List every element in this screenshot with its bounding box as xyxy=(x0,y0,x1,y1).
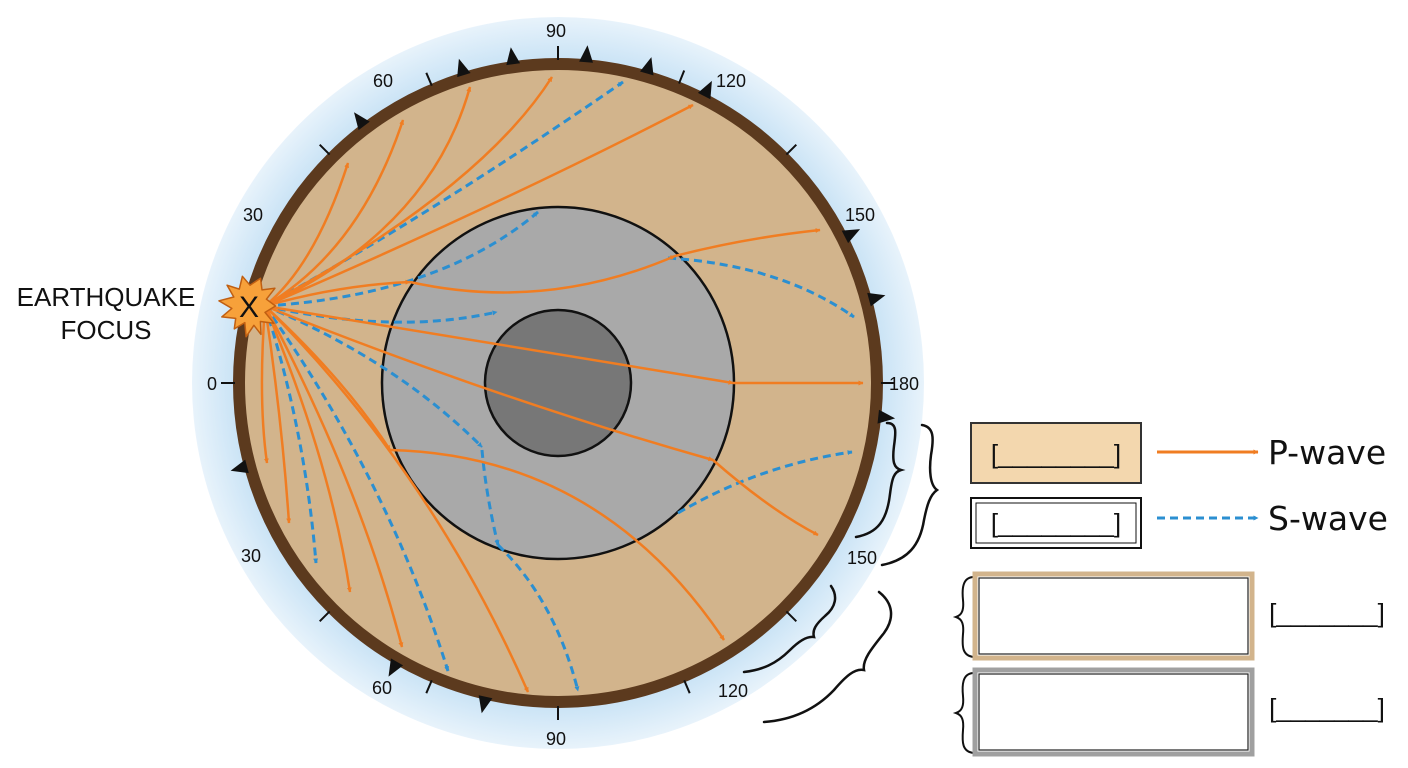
seismograph-station-icon xyxy=(640,57,654,76)
seismograph-station-icon xyxy=(841,229,861,244)
inner-core-label-box[interactable] xyxy=(972,667,1255,757)
degree-label: 90 xyxy=(546,21,566,41)
p-wave-ray xyxy=(263,305,352,593)
seismograph-stations xyxy=(230,45,896,714)
outer-core-label-box[interactable] xyxy=(972,571,1255,661)
p-wave-ray xyxy=(389,448,726,641)
focus-label-line1: EARTHQUAKE xyxy=(17,282,196,312)
seismograph-station-icon xyxy=(697,80,712,100)
degree-label: 150 xyxy=(845,205,875,225)
degree-label: 0 xyxy=(207,374,217,394)
seismograph-station-icon xyxy=(877,409,896,424)
degree-ticks xyxy=(221,46,895,720)
s-wave-ray xyxy=(263,305,450,672)
brace xyxy=(762,590,893,724)
s-wave-rays xyxy=(263,80,855,692)
p-wave-ray xyxy=(409,254,676,294)
degree-label: 60 xyxy=(372,678,392,698)
inner-core xyxy=(483,308,633,458)
mantle-label-box[interactable] xyxy=(970,422,1142,484)
p-wave-ray xyxy=(264,103,694,308)
brace xyxy=(742,584,837,674)
p-wave-rays xyxy=(260,76,864,693)
p-wave-ray xyxy=(264,305,530,693)
s-wave-legend-label: S-wave xyxy=(1268,499,1388,538)
p-wave-ray xyxy=(260,305,269,464)
p-wave-ray xyxy=(264,76,554,308)
p-wave-ray xyxy=(712,459,819,537)
shadow-zone-braces xyxy=(742,421,940,724)
p-wave-ray xyxy=(674,227,821,258)
seismograph-station-icon xyxy=(506,47,521,66)
degree-label: 120 xyxy=(718,681,748,701)
seismograph-station-icon xyxy=(457,58,471,78)
s-wave-ray xyxy=(677,450,853,515)
seismograph-station-icon xyxy=(478,695,493,714)
starburst-icon xyxy=(218,275,277,338)
earthquake-focus: X xyxy=(218,275,277,338)
outer-core-label-box-inner xyxy=(978,577,1249,655)
seismograph-station-icon xyxy=(867,292,886,307)
degree-label: 30 xyxy=(241,546,261,566)
degree-tick xyxy=(318,143,331,156)
degree-tick xyxy=(318,610,331,623)
outer-core-blank: [_______] xyxy=(1269,598,1385,628)
s-wave-ray xyxy=(264,80,624,308)
brace xyxy=(952,576,975,658)
focus-marker: X xyxy=(239,291,259,324)
p-wave-ray xyxy=(264,162,350,307)
p-wave-ray xyxy=(264,279,411,308)
crust-label-box[interactable] xyxy=(970,497,1142,549)
focus-label-line2: FOCUS xyxy=(61,315,152,345)
s-wave-ray xyxy=(496,543,580,692)
crust-blank: [________] xyxy=(991,508,1121,538)
crust-label-box-inner xyxy=(975,502,1137,544)
s-wave-ray xyxy=(667,256,855,319)
p-wave-ray xyxy=(263,305,292,524)
legend: [________] P-wave [________] S-wave [___… xyxy=(952,422,1388,757)
seismograph-station-icon xyxy=(354,112,370,131)
p-wave-ray xyxy=(264,119,405,308)
seismograph-station-icon xyxy=(579,45,593,63)
s-wave-ray xyxy=(264,304,484,449)
brace xyxy=(880,423,940,567)
degree-label: 60 xyxy=(373,71,393,91)
degree-tick xyxy=(683,679,691,694)
p-wave-ray xyxy=(264,86,472,308)
s-wave-ray xyxy=(263,305,319,564)
s-wave-ray xyxy=(480,449,500,546)
degree-label: 30 xyxy=(243,205,263,225)
degree-tick xyxy=(425,72,433,87)
brace xyxy=(952,672,975,754)
degree-tick xyxy=(678,70,686,84)
degree-label: 120 xyxy=(716,71,746,91)
brace xyxy=(854,421,906,539)
degree-labels-bottom: 30 60 90 120 150 xyxy=(241,546,877,749)
degree-tick xyxy=(785,143,798,156)
degree-label: 90 xyxy=(546,729,566,749)
mantle-blank: [________] xyxy=(991,439,1121,469)
seismograph-station-icon xyxy=(388,658,404,677)
p-wave-ray xyxy=(263,305,404,648)
p-wave-legend-label: P-wave xyxy=(1268,433,1386,472)
seismograph-station-icon xyxy=(230,459,249,474)
p-wave-ray xyxy=(264,304,714,462)
degree-labels-top: 0 30 60 90 120 150 180 xyxy=(207,21,919,394)
inner-core-label-box-inner xyxy=(978,673,1249,751)
s-wave-ray xyxy=(264,210,539,308)
p-wave-ray xyxy=(264,304,734,385)
degree-tick xyxy=(785,610,798,623)
degree-label: 180 xyxy=(889,374,919,394)
degree-tick xyxy=(425,679,433,694)
inner-core-blank: [_______] xyxy=(1269,693,1385,723)
degree-label: 150 xyxy=(847,548,877,568)
